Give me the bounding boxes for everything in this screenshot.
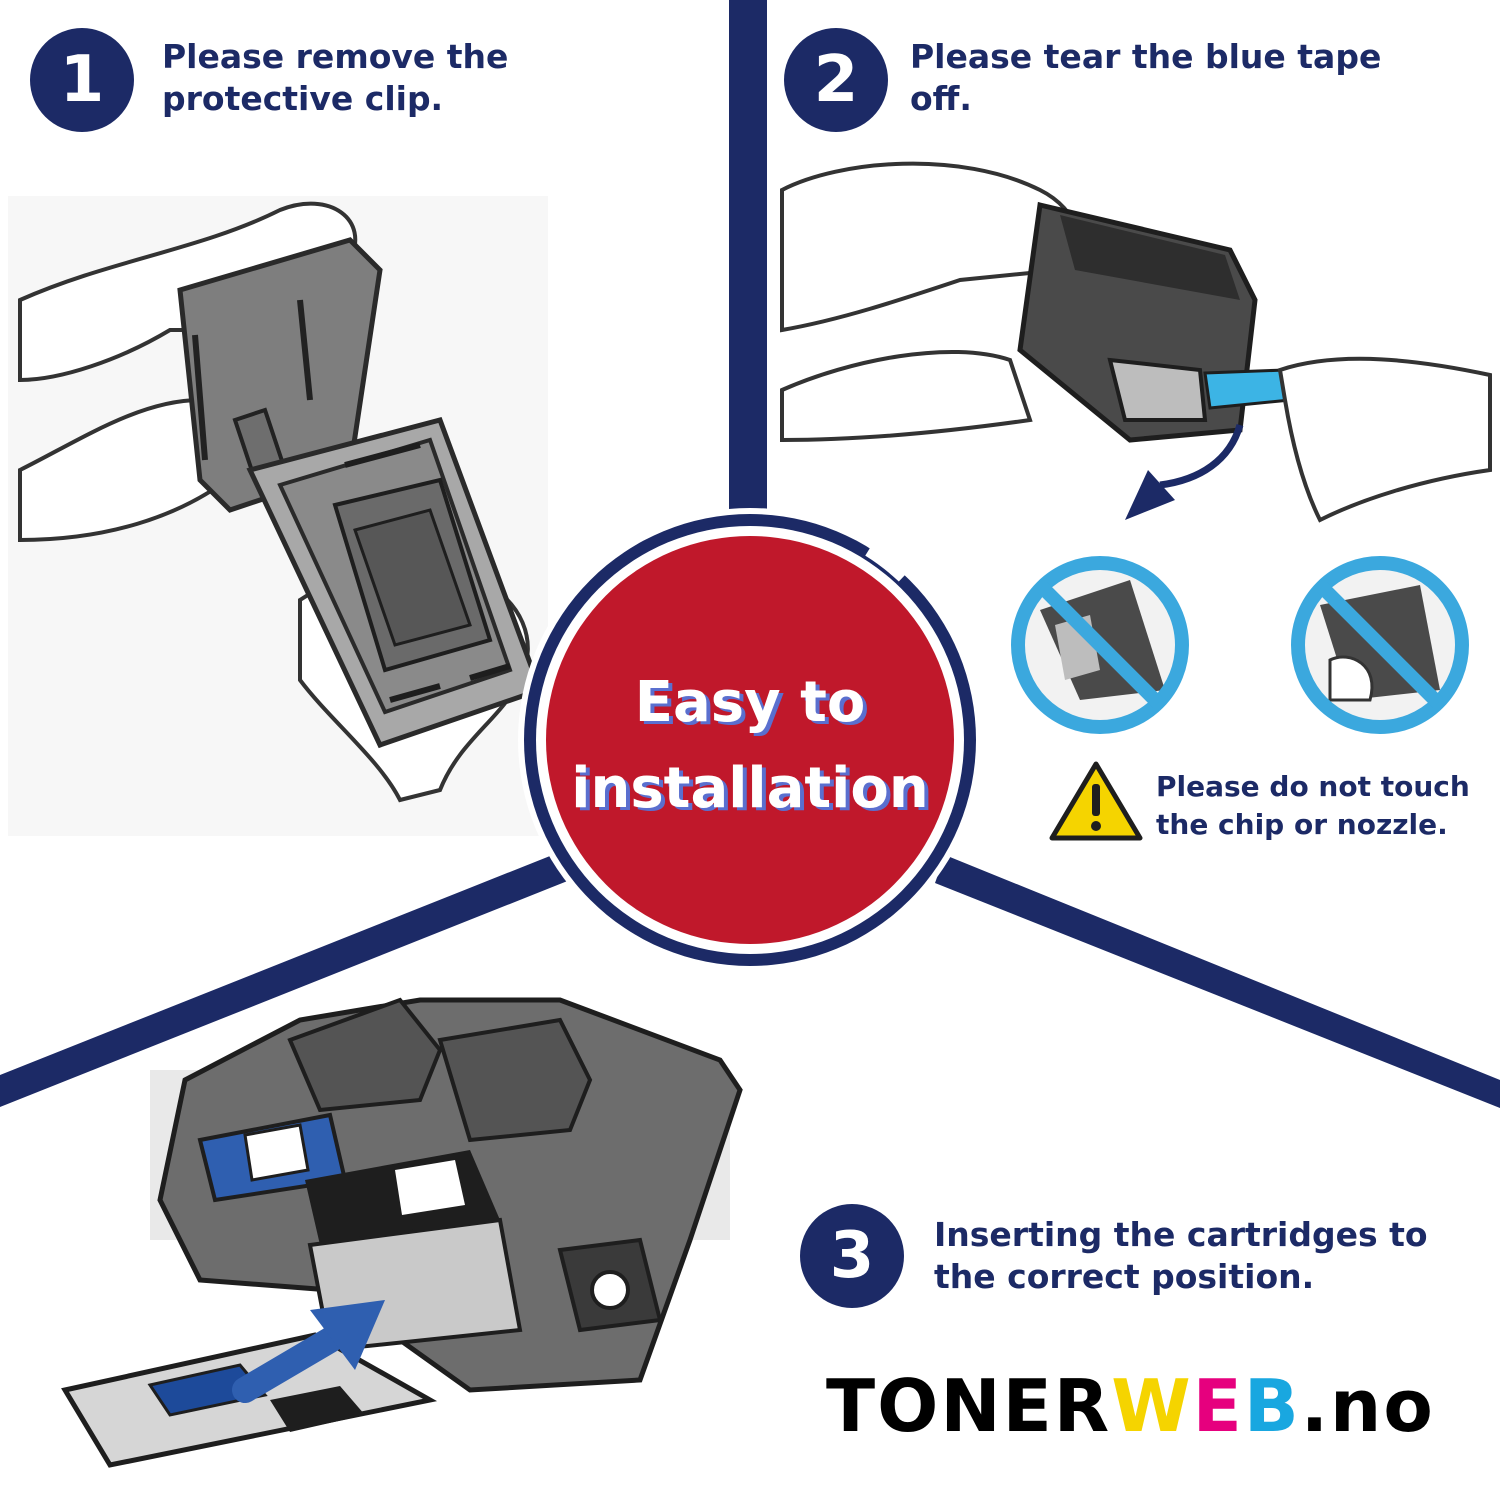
hand-cartridge-illustration: [8, 196, 548, 836]
step-2-line-1: Please tear the blue tape: [910, 37, 1382, 76]
brand-part-b: B: [1243, 1364, 1301, 1448]
step-1-line-1: Please remove the: [162, 37, 509, 76]
warning-text: Please do not touch the chip or nozzle.: [1156, 768, 1470, 844]
step-3-line-2: the correct position.: [934, 1257, 1315, 1296]
brand-part-domain: .no: [1300, 1364, 1435, 1448]
center-title: Easy to installation: [560, 660, 940, 832]
brand-part-toner: TONER: [826, 1364, 1112, 1448]
center-title-line-2: installation: [571, 756, 929, 821]
center-title-line-1: Easy to: [634, 670, 866, 735]
center-badge: [518, 508, 982, 972]
warning-line-2: the chip or nozzle.: [1156, 808, 1448, 841]
step-1-text: Please remove the protective clip.: [162, 36, 508, 120]
step-2-text: Please tear the blue tape off.: [910, 36, 1381, 120]
step-2-line-2: off.: [910, 79, 972, 118]
no-touch-nozzle-icon: [1291, 556, 1469, 734]
step-1-line-2: protective clip.: [162, 79, 444, 118]
step-3-text: Inserting the cartridges to the correct …: [934, 1214, 1428, 1298]
step-3-badge: 3: [800, 1204, 904, 1308]
insert-arrow-icon: [232, 1300, 385, 1403]
no-touch-chip-icon: [1011, 556, 1189, 734]
divider-lines: [0, 0, 1500, 1108]
warning-icon: [1049, 761, 1143, 841]
printer-carriage-illustration: [61, 997, 743, 1468]
step-3-line-1: Inserting the cartridges to: [934, 1215, 1428, 1254]
step-2-badge: 2: [784, 28, 888, 132]
step-1-badge: 1: [30, 28, 134, 132]
brand-part-w: W: [1111, 1364, 1193, 1448]
brand-part-e: E: [1192, 1364, 1244, 1448]
warning-line-1: Please do not touch: [1156, 770, 1470, 803]
tape-removal-illustration: [780, 161, 1492, 523]
brand-logo: TONERWEB.no: [826, 1366, 1435, 1446]
